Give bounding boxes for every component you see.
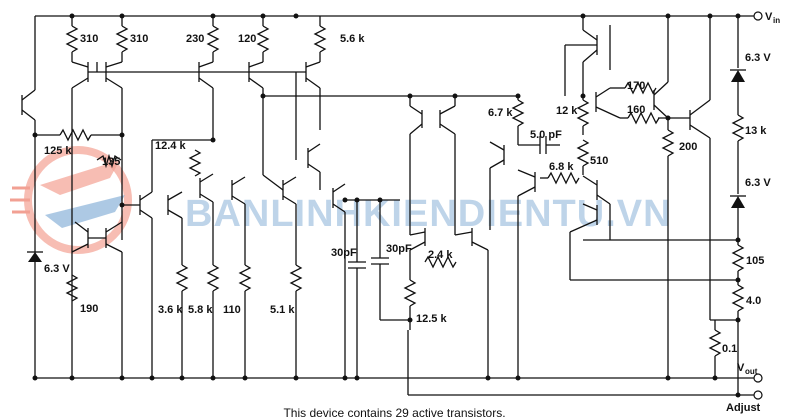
resistor-105 (731, 244, 745, 272)
resistor-2k4 (424, 255, 457, 269)
label-c30a: 30pF (331, 247, 357, 259)
left-section: 125 k 6.3 V 135 190 (21, 16, 125, 378)
watermark-text: BANLINHKIENDIENTU.VN (185, 193, 672, 235)
resistor-5k8 (206, 264, 220, 292)
adjust-label: Adjust (726, 402, 761, 414)
resistor-190 (65, 274, 79, 302)
right-ladder: 6.3 V 13 k 6.3 V 105 4.0 0.1 (708, 16, 771, 395)
junctions (32, 13, 741, 398)
label-zener-left: 6.3 V (44, 263, 70, 275)
label-5k1: 5.1 k (270, 304, 295, 316)
vin-label-sub: in (773, 16, 780, 25)
resistor-12k5 (403, 279, 417, 307)
label-zener-right-mid: 6.3 V (745, 177, 771, 189)
resistor-510 (576, 139, 590, 167)
resistor-4-0 (731, 284, 745, 312)
resistor-12k4 (188, 149, 202, 177)
label-5k8: 5.8 k (188, 304, 213, 316)
terminals: V in V out Adjust (726, 11, 780, 414)
label-160: 160 (627, 104, 645, 116)
zener-right-top-icon (731, 70, 745, 82)
label-3k6: 3.6 k (158, 304, 183, 316)
label-510: 510 (590, 155, 608, 167)
resistor-5k1 (289, 264, 303, 292)
label-125k: 125 k (44, 145, 72, 157)
resistor-12k (576, 99, 590, 127)
resistor-230 (206, 25, 220, 53)
resistor-170 (624, 81, 657, 95)
resistor-310a (65, 25, 79, 53)
diff-amp: 12.5 k 2.4 k 6.7 k 5.0 pF (263, 95, 562, 378)
zener-right-mid-icon (731, 196, 745, 208)
label-zener-right-top: 6.3 V (745, 52, 771, 64)
label-2k4: 2.4 k (428, 249, 453, 261)
schematic-caption: This device contains 29 active transisto… (283, 406, 506, 420)
label-310b: 310 (130, 33, 148, 45)
vin-label: V (765, 11, 773, 23)
resistor-13k (731, 114, 745, 142)
label-310a: 310 (80, 33, 98, 45)
label-12k4: 12.4 k (155, 140, 186, 152)
top-transistors (71, 61, 321, 378)
label-5k6: 5.6 k (340, 33, 365, 45)
vout-terminal[interactable] (753, 373, 763, 383)
watermark-logo-icon (10, 146, 132, 254)
label-230: 230 (186, 33, 204, 45)
label-200: 200 (679, 141, 697, 153)
resistor-6k7 (511, 99, 525, 127)
resistor-0-1 (708, 329, 722, 357)
label-120: 120 (238, 33, 256, 45)
adjust-terminal[interactable] (753, 390, 763, 400)
resistor-3k6 (175, 264, 189, 292)
label-12k: 12 k (556, 105, 578, 117)
top-resistors: 310 310 230 120 5.6 k (65, 16, 365, 62)
label-170: 170 (627, 80, 645, 92)
label-c5p: 5.0 pF (530, 129, 562, 141)
resistor-125k (59, 128, 92, 142)
label-190: 190 (80, 303, 98, 315)
watermark: BANLINHKIENDIENTU.VN (10, 146, 672, 254)
rails (35, 15, 756, 396)
resistor-5k6 (313, 25, 327, 53)
vin-terminal[interactable] (753, 11, 763, 21)
vout-label-sub: out (745, 367, 758, 376)
label-135: 135 (102, 156, 120, 168)
resistor-110 (238, 264, 252, 292)
label-13k: 13 k (745, 125, 767, 137)
label-4-0: 4.0 (746, 295, 761, 307)
resistor-120 (256, 25, 270, 53)
label-105: 105 (746, 255, 764, 267)
label-c30b: 30pF (386, 243, 412, 255)
label-12k5: 12.5 k (416, 313, 447, 325)
label-0-1: 0.1 (722, 343, 737, 355)
resistor-310b (115, 25, 129, 53)
label-6k7: 6.7 k (488, 107, 513, 119)
resistor-200 (661, 129, 675, 157)
label-110: 110 (223, 304, 241, 316)
capacitors-30pf: 30pF 30pF (331, 199, 412, 378)
label-6k8: 6.8 k (549, 161, 574, 173)
vout-label: V (737, 362, 745, 374)
resistor-6k8 (547, 171, 580, 185)
resistor-160 (627, 111, 660, 125)
mid-stage: 3.6 k 12.4 k 5.8 k 110 5.1 k (122, 139, 346, 378)
resistor-135 (96, 153, 122, 169)
zener-left-icon (28, 252, 42, 262)
